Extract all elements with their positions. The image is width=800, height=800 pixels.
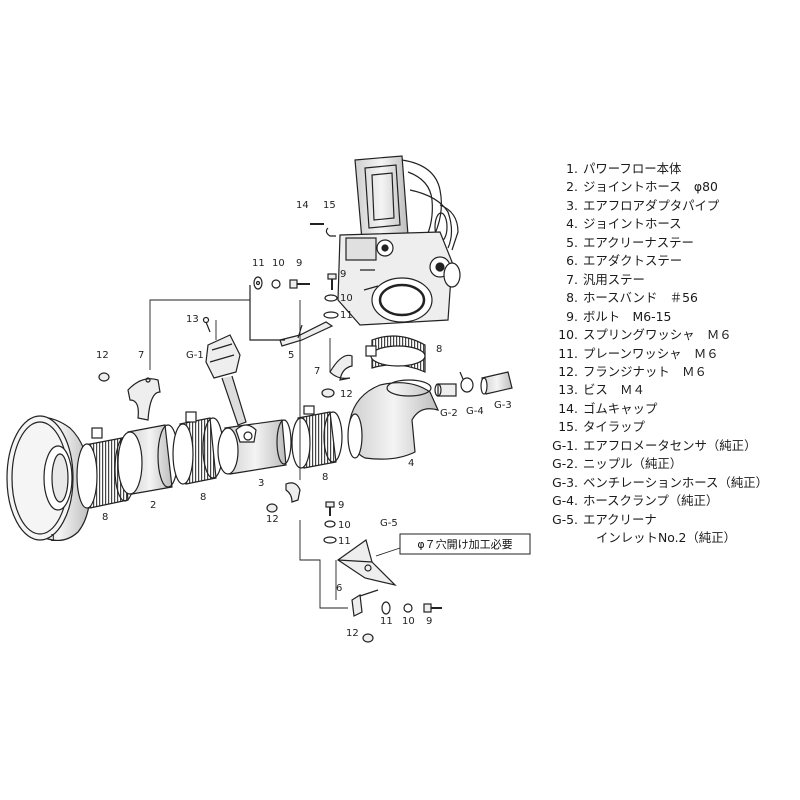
callout-13: 13 <box>186 314 199 325</box>
legend-item: 9.ボルト M6-15 <box>566 308 672 324</box>
nipple <box>434 383 457 397</box>
washer-10-bottom <box>403 603 413 613</box>
callout-2: 2 <box>150 500 156 511</box>
callout-9: 9 <box>296 258 302 269</box>
nut-12-right <box>321 388 335 398</box>
nut-12-mid <box>266 503 278 513</box>
air-duct-stay <box>351 589 379 617</box>
leader-lines <box>149 285 401 609</box>
callout-5: 5 <box>288 350 294 361</box>
callout-g3: G-3 <box>494 400 512 411</box>
plain-washer-11-row <box>253 276 263 290</box>
washer-11-mid <box>323 536 337 544</box>
legend-item: 14.ゴムキャップ <box>558 400 658 416</box>
spring-washer-10-row <box>271 279 281 289</box>
callout-8: 8 <box>436 344 442 355</box>
legend-item: 3.エアフロアダプタパイプ <box>566 197 720 213</box>
callout-10: 10 <box>338 520 351 531</box>
callout-g4: G-4 <box>466 406 484 417</box>
nut-12-left <box>98 372 110 382</box>
drilling-note: φ７穴開け加工必要 <box>399 533 531 555</box>
joint-hose-elbow <box>347 379 440 460</box>
legend-item: 1.パワーフロー本体 <box>566 161 682 176</box>
ventilation-hose <box>480 371 513 395</box>
nut-12-bottom <box>362 633 374 643</box>
callout-g1: G-1 <box>186 350 204 361</box>
legend-item: G-1.エアフロメータセンサ（純正） <box>552 437 757 453</box>
legend-item: G-2.ニップル（純正） <box>552 456 683 472</box>
callout-8: 8 <box>200 492 206 503</box>
legend-item: G-3.ベンチレーションホース（純正） <box>552 474 768 490</box>
hose-band-2 <box>172 411 224 485</box>
callout-12: 12 <box>96 350 109 361</box>
callout-g5: G-5 <box>380 518 398 529</box>
hose-clamp <box>459 371 474 393</box>
hose-band-4 <box>365 335 426 373</box>
callout-1: 1 <box>50 533 56 544</box>
callout-12: 12 <box>346 628 359 639</box>
legend-item-continuation: インレットNo.2（純正） <box>596 530 736 546</box>
legend-item: 12.フランジナット Ｍ６ <box>558 363 707 379</box>
callout-7: 7 <box>138 350 144 361</box>
callout-9: 9 <box>340 269 346 280</box>
airflow-adapter-pipe <box>217 419 292 475</box>
legend-item: 8.ホースバンド ＃56 <box>566 290 698 306</box>
callout-8: 8 <box>102 512 108 523</box>
callout-9: 9 <box>426 616 432 627</box>
legend-item: 15.タイラップ <box>558 419 645 435</box>
hose-band-3 <box>291 405 343 469</box>
callout-3: 3 <box>258 478 264 489</box>
washer-11-top <box>323 311 339 319</box>
bolt-9-mid <box>325 501 335 516</box>
legend-item: 13.ビス Ｍ４ <box>558 382 645 398</box>
airflow-meter-sensor <box>205 334 247 426</box>
callout-14: 14 <box>296 200 309 211</box>
callout-10: 10 <box>272 258 285 269</box>
air-cleaner-inlet <box>336 539 397 587</box>
bolt-9-top <box>327 273 337 290</box>
legend-item: G-4.ホースクランプ（純正） <box>552 493 719 509</box>
callout-12: 12 <box>340 389 353 400</box>
joint-hose-80 <box>117 424 179 495</box>
legend-item: 11.プレーンワッシャ Ｍ６ <box>558 345 719 361</box>
tie-wrap-15 <box>325 227 336 237</box>
legend-item: 5.エアクリーナステー <box>566 234 694 250</box>
parts-legend: 1.パワーフロー本体 2.ジョイントホース φ80 3.エアフロアダプタパイプ … <box>548 160 798 548</box>
callout-9: 9 <box>338 500 344 511</box>
callout-11: 11 <box>380 616 393 627</box>
hose-band-1 <box>76 427 136 509</box>
callout-8: 8 <box>322 472 328 483</box>
legend-item: 4.ジョイントホース <box>566 216 682 232</box>
throttle-body <box>337 231 461 326</box>
callout-7: 7 <box>314 366 320 377</box>
callout-g2: G-2 <box>440 408 458 419</box>
callout-15: 15 <box>323 200 336 211</box>
callout-labels: 1 8 2 8 3 8 4 8 5 6 7 7 9 9 9 9 10 10 10… <box>50 200 512 639</box>
universal-stay-left <box>127 377 161 421</box>
callout-11: 11 <box>340 310 353 321</box>
legend-item: 10.スプリングワッシャ Ｍ６ <box>558 327 732 343</box>
legend-item: 6.エアダクトステー <box>566 253 683 269</box>
legend-item: 2.ジョイントホース φ80 <box>566 179 718 195</box>
callout-11: 11 <box>338 536 351 547</box>
callout-6: 6 <box>336 583 342 594</box>
washer-10-mid <box>324 520 336 528</box>
bolt-9-row <box>289 279 310 289</box>
duct-bracket-upper <box>285 482 301 503</box>
svg-text:φ７穴開け加工必要: φ７穴開け加工必要 <box>417 537 512 551</box>
callout-4: 4 <box>408 458 414 469</box>
power-flow-body <box>6 415 91 542</box>
legend-item: 7.汎用ステー <box>566 271 645 287</box>
bolt-9-bottom <box>423 603 442 613</box>
screw-13 <box>202 316 211 333</box>
legend-item: G-5.エアクリーナ <box>552 511 657 527</box>
universal-stay-right <box>329 354 353 381</box>
callout-10: 10 <box>402 616 415 627</box>
callout-11: 11 <box>252 258 265 269</box>
callout-12: 12 <box>266 514 279 525</box>
washer-11-bottom <box>381 601 391 615</box>
callout-10: 10 <box>340 293 353 304</box>
washer-10-top <box>324 294 338 302</box>
